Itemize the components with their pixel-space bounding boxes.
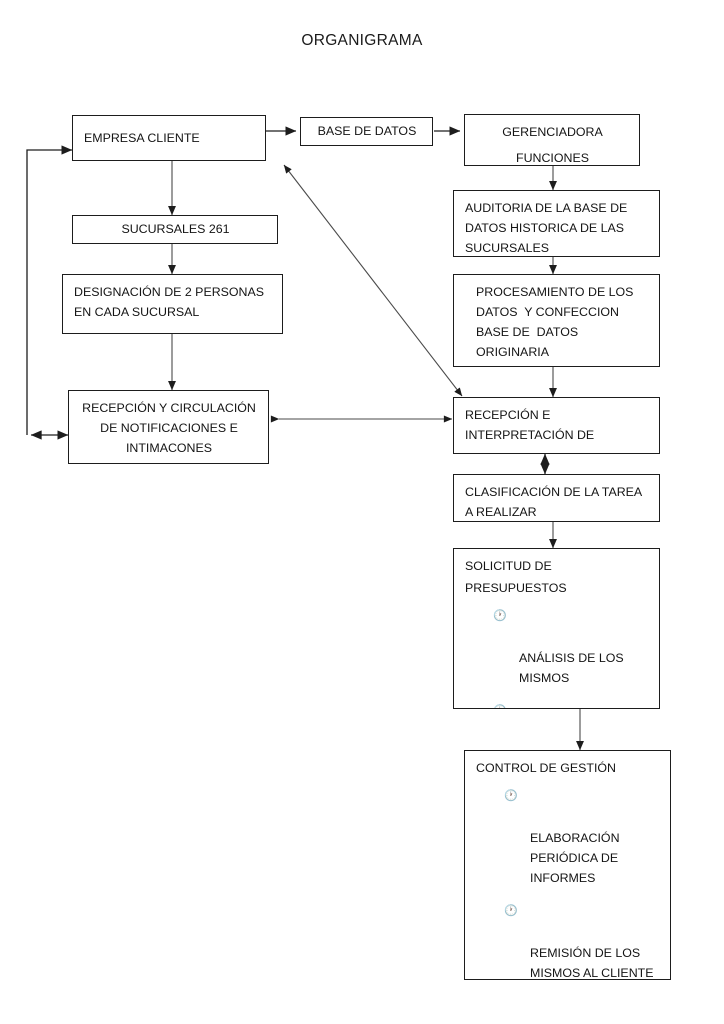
node-clasificacion[interactable]: CLASIFICACIÓN DE LA TAREA A REALIZAR [453,474,660,522]
node-solicitud-presupuestos[interactable]: SOLICITUD DE PRESUPUESTOS 🕐 ANÁLISIS DE … [453,548,660,709]
node-base-de-datos[interactable]: BASE DE DATOS [300,117,433,146]
node-clasificacion-line-1: CLASIFICACIÓN DE LA TAREA [465,485,643,499]
node-designacion-line-1: DESIGNACIÓN DE 2 PERSONAS [74,285,265,299]
node-recepcion-interpretacion-line-2: INTERPRETACIÓN DE [465,428,595,443]
node-gerenciadora-line-2: FUNCIONES [516,151,589,166]
node-recepcion-circulacion-line-3: INTIMACONES [125,441,213,456]
node-procesamiento-line-2: DATOS Y CONFECCION [476,305,619,320]
node-gerenciadora-line-1: GERENCIADORA [502,125,603,139]
clock-bullet-icon: 🕐 [504,904,518,917]
clock-bullet-icon: 🕐 [493,610,507,623]
list-item: 🕐 ANÁLISIS DE LOS MISMOS [493,608,649,688]
solicitud-bullet-list: 🕐 ANÁLISIS DE LOS MISMOS 🕐 ASIGNACIÓN DE… [465,608,649,708]
node-procesamiento[interactable]: PROCESAMIENTO DE LOS DATOS Y CONFECCION … [453,274,660,367]
list-item: 🕐 ELABORACIÓN PERIÓDICA DE INFORMES [504,788,660,888]
node-procesamiento-line-1: PROCESAMIENTO DE LOS [476,285,634,299]
node-control-gestion[interactable]: CONTROL DE GESTIÓN 🕐 ELABORACIÓN PERIÓDI… [464,750,671,980]
node-clasificacion-line-2: A REALIZAR [465,505,537,520]
node-auditoria-line-1: AUDITORIA DE LA BASE DE [465,201,628,215]
clock-bullet-icon: 🕐 [493,703,507,708]
node-control-gestion-line-1: CONTROL DE GESTIÓN [476,761,616,775]
control-gestion-bullet-text: ELABORACIÓN PERIÓDICA DE INFORMES [530,831,620,886]
connector-diagonal-empresa-interpretacion [283,164,463,397]
node-auditoria-line-2: DATOS HISTORICA DE LAS [465,221,625,236]
node-base-de-datos-label: BASE DE DATOS [317,124,417,139]
node-recepcion-interpretacion-line-1: RECEPCIÓN E [465,408,551,422]
node-empresa-cliente-label: EMPRESA CLIENTE [84,130,200,145]
control-gestion-bullet-list: 🕐 ELABORACIÓN PERIÓDICA DE INFORMES 🕐 RE… [476,788,660,980]
node-solicitud-line-1: SOLICITUD DE [465,559,552,573]
node-recepcion-circulacion-line-2: DE NOTIFICACIONES E [100,421,238,436]
node-sucursales-label: SUCURSALES 261 [121,222,230,237]
node-procesamiento-line-3: BASE DE DATOS [476,325,579,340]
clock-bullet-icon: 🕐 [504,790,518,803]
node-procesamiento-line-4: ORIGINARIA [476,345,549,360]
node-empresa-cliente[interactable]: EMPRESA CLIENTE [72,115,266,161]
control-gestion-bullet-text: REMISIÓN DE LOS MISMOS AL CLIENTE [530,945,654,980]
node-sucursales[interactable]: SUCURSALES 261 [72,215,278,244]
list-item: 🕐 REMISIÓN DE LOS MISMOS AL CLIENTE [504,903,660,980]
node-solicitud-line-2: PRESUPUESTOS [465,581,567,596]
page-title: ORGANIGRAMA [301,32,423,49]
node-recepcion-interpretacion[interactable]: RECEPCIÓN E INTERPRETACIÓN DE [453,397,660,454]
node-designacion-line-2: EN CADA SUCURSAL [74,305,200,320]
solicitud-bullet-text: ANÁLISIS DE LOS MISMOS [519,651,624,686]
node-designacion[interactable]: DESIGNACIÓN DE 2 PERSONAS EN CADA SUCURS… [62,274,283,334]
node-recepcion-circulacion[interactable]: RECEPCIÓN Y CIRCULACIÓN DE NOTIFICACIONE… [68,390,269,464]
list-item: 🕐 ASIGNACIÓN DE TRABAJOS [493,703,649,708]
node-auditoria-line-3: SUCURSALES [465,241,550,256]
node-gerenciadora[interactable]: GERENCIADORA FUNCIONES [464,114,640,166]
node-recepcion-circulacion-line-1: RECEPCIÓN Y CIRCULACIÓN [82,401,256,415]
node-auditoria[interactable]: AUDITORIA DE LA BASE DE DATOS HISTORICA … [453,190,660,257]
